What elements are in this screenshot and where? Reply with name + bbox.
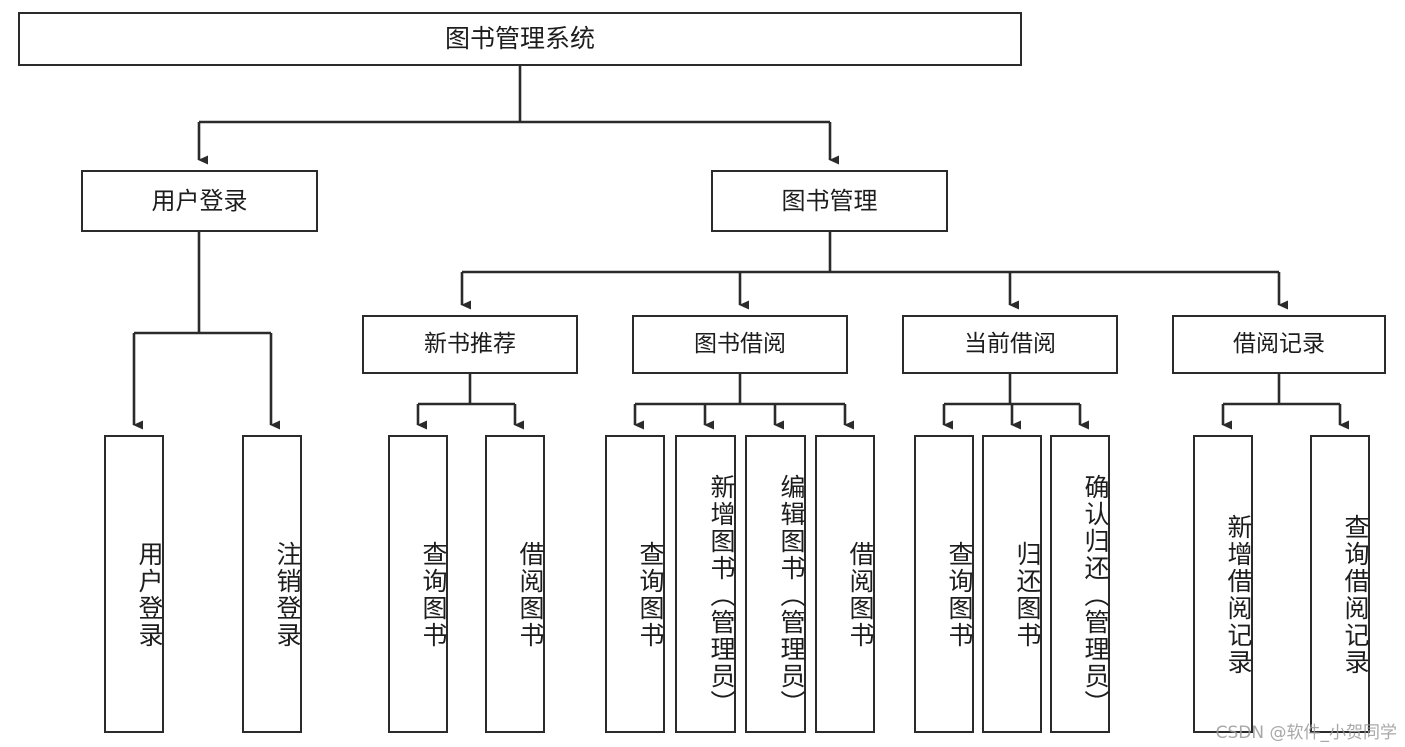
leaf-return-book[interactable]: 归还图书 (982, 435, 1042, 733)
leaf-edit-book-admin-label: 编辑图书（管理员） (777, 473, 806, 717)
leaf-borrow-book-recommend[interactable]: 借阅图书 (485, 435, 545, 733)
node-borrow-record[interactable]: 借阅记录 (1172, 315, 1386, 374)
leaf-add-book-admin-label: 新增图书（管理员） (707, 473, 736, 717)
leaf-query-book-recommend[interactable]: 查询图书 (388, 435, 448, 733)
node-new-book-recommend[interactable]: 新书推荐 (362, 315, 578, 374)
node-book-management[interactable]: 图书管理 (711, 170, 948, 232)
leaf-add-borrow-record-label: 新增借阅记录 (1224, 514, 1253, 676)
node-current-borrow[interactable]: 当前借阅 (902, 315, 1118, 374)
node-book-borrow-label: 图书借阅 (694, 330, 786, 357)
leaf-return-book-label: 归还图书 (1013, 541, 1042, 649)
node-new-book-recommend-label: 新书推荐 (424, 330, 516, 357)
leaf-add-book-admin[interactable]: 新增图书（管理员） (675, 435, 736, 733)
leaf-query-book[interactable]: 查询图书 (605, 435, 665, 733)
node-current-borrow-label: 当前借阅 (964, 330, 1056, 357)
leaf-edit-book-admin[interactable]: 编辑图书（管理员） (745, 435, 806, 733)
leaf-query-book-label: 查询图书 (636, 541, 665, 649)
leaf-query-borrow-record[interactable]: 查询借阅记录 (1310, 435, 1370, 733)
leaf-borrow-book[interactable]: 借阅图书 (815, 435, 875, 733)
watermark: CSDN @软件_小贺同学 (1215, 723, 1397, 743)
leaf-query-borrow-record-label: 查询借阅记录 (1341, 514, 1370, 676)
leaf-borrow-book-recommend-label: 借阅图书 (516, 541, 545, 649)
leaf-query-book-current[interactable]: 查询图书 (914, 435, 974, 733)
node-borrow-record-label: 借阅记录 (1233, 330, 1325, 357)
leaf-logout-label: 注销登录 (273, 541, 302, 649)
node-book-borrow[interactable]: 图书借阅 (632, 315, 848, 374)
leaf-add-borrow-record[interactable]: 新增借阅记录 (1193, 435, 1253, 733)
leaf-borrow-book-label: 借阅图书 (846, 541, 875, 649)
leaf-confirm-return-admin[interactable]: 确认归还（管理员） (1050, 435, 1110, 733)
node-book-management-label: 图书管理 (781, 186, 878, 215)
node-root[interactable]: 图书管理系统 (18, 12, 1022, 66)
leaf-query-book-recommend-label: 查询图书 (419, 541, 448, 649)
node-root-label: 图书管理系统 (444, 24, 595, 54)
leaf-query-book-current-label: 查询图书 (945, 541, 974, 649)
node-user-login-label: 用户登录 (151, 186, 248, 215)
leaf-confirm-return-admin-label: 确认归还（管理员） (1081, 473, 1110, 717)
node-user-login[interactable]: 用户登录 (81, 170, 318, 232)
leaf-user-login-label: 用户登录 (135, 541, 164, 649)
leaf-user-login[interactable]: 用户登录 (104, 435, 164, 733)
leaf-logout[interactable]: 注销登录 (242, 435, 302, 733)
